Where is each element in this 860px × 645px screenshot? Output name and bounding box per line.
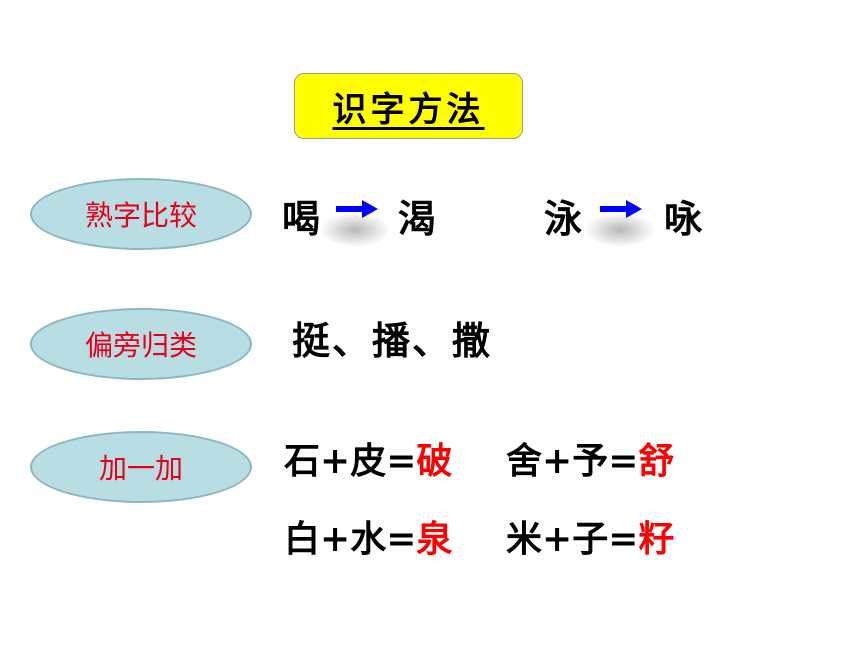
method-oval-add: 加一加 [30,431,252,503]
plus-sign: + [542,518,573,560]
compare-char-2-from: 泳 [544,197,583,241]
equals-sign: = [608,518,639,560]
addend-a: 白 [284,518,321,560]
addition-result: 泉 [416,518,453,560]
method-label-add: 加一加 [98,452,183,485]
right-arrow-icon [336,200,378,218]
addition-equation-3: 白+水=泉 [284,510,452,562]
arrow-shadow [320,213,390,247]
plus-sign: + [542,440,573,482]
plus-sign: + [320,518,351,560]
addend-a: 舍 [506,440,543,482]
addend-b: 子 [572,518,609,560]
arrow-shadow [585,213,655,247]
compare-char-1-from: 喝 [282,197,321,241]
equals-sign: = [386,518,417,560]
compare-char-2-to: 咏 [664,197,703,241]
addition-equation-1: 石+皮=破 [284,432,452,484]
equals-sign: = [386,440,417,482]
addition-equation-2: 舍+予=舒 [506,432,674,484]
plus-sign: + [320,440,351,482]
addend-b: 皮 [350,440,387,482]
method-label-compare: 熟字比较 [84,199,197,232]
method-oval-radical: 偏旁归类 [30,308,252,380]
radical-group-text: 挺、播、撒 [292,318,493,363]
addend-b: 水 [350,518,387,560]
page-title: 识字方法 [332,89,485,130]
addition-result: 舒 [638,440,675,482]
addend-a: 石 [284,440,321,482]
addend-a: 米 [506,518,543,560]
addend-b: 予 [572,440,609,482]
title-box: 识字方法 [294,73,523,139]
compare-char-1-to: 渴 [398,197,437,241]
addition-result: 破 [416,440,453,482]
addition-result: 籽 [638,518,675,560]
method-oval-compare: 熟字比较 [30,178,252,250]
equals-sign: = [608,440,639,482]
addition-equation-4: 米+子=籽 [506,510,674,562]
method-label-radical: 偏旁归类 [84,329,197,362]
right-arrow-icon [600,200,642,218]
